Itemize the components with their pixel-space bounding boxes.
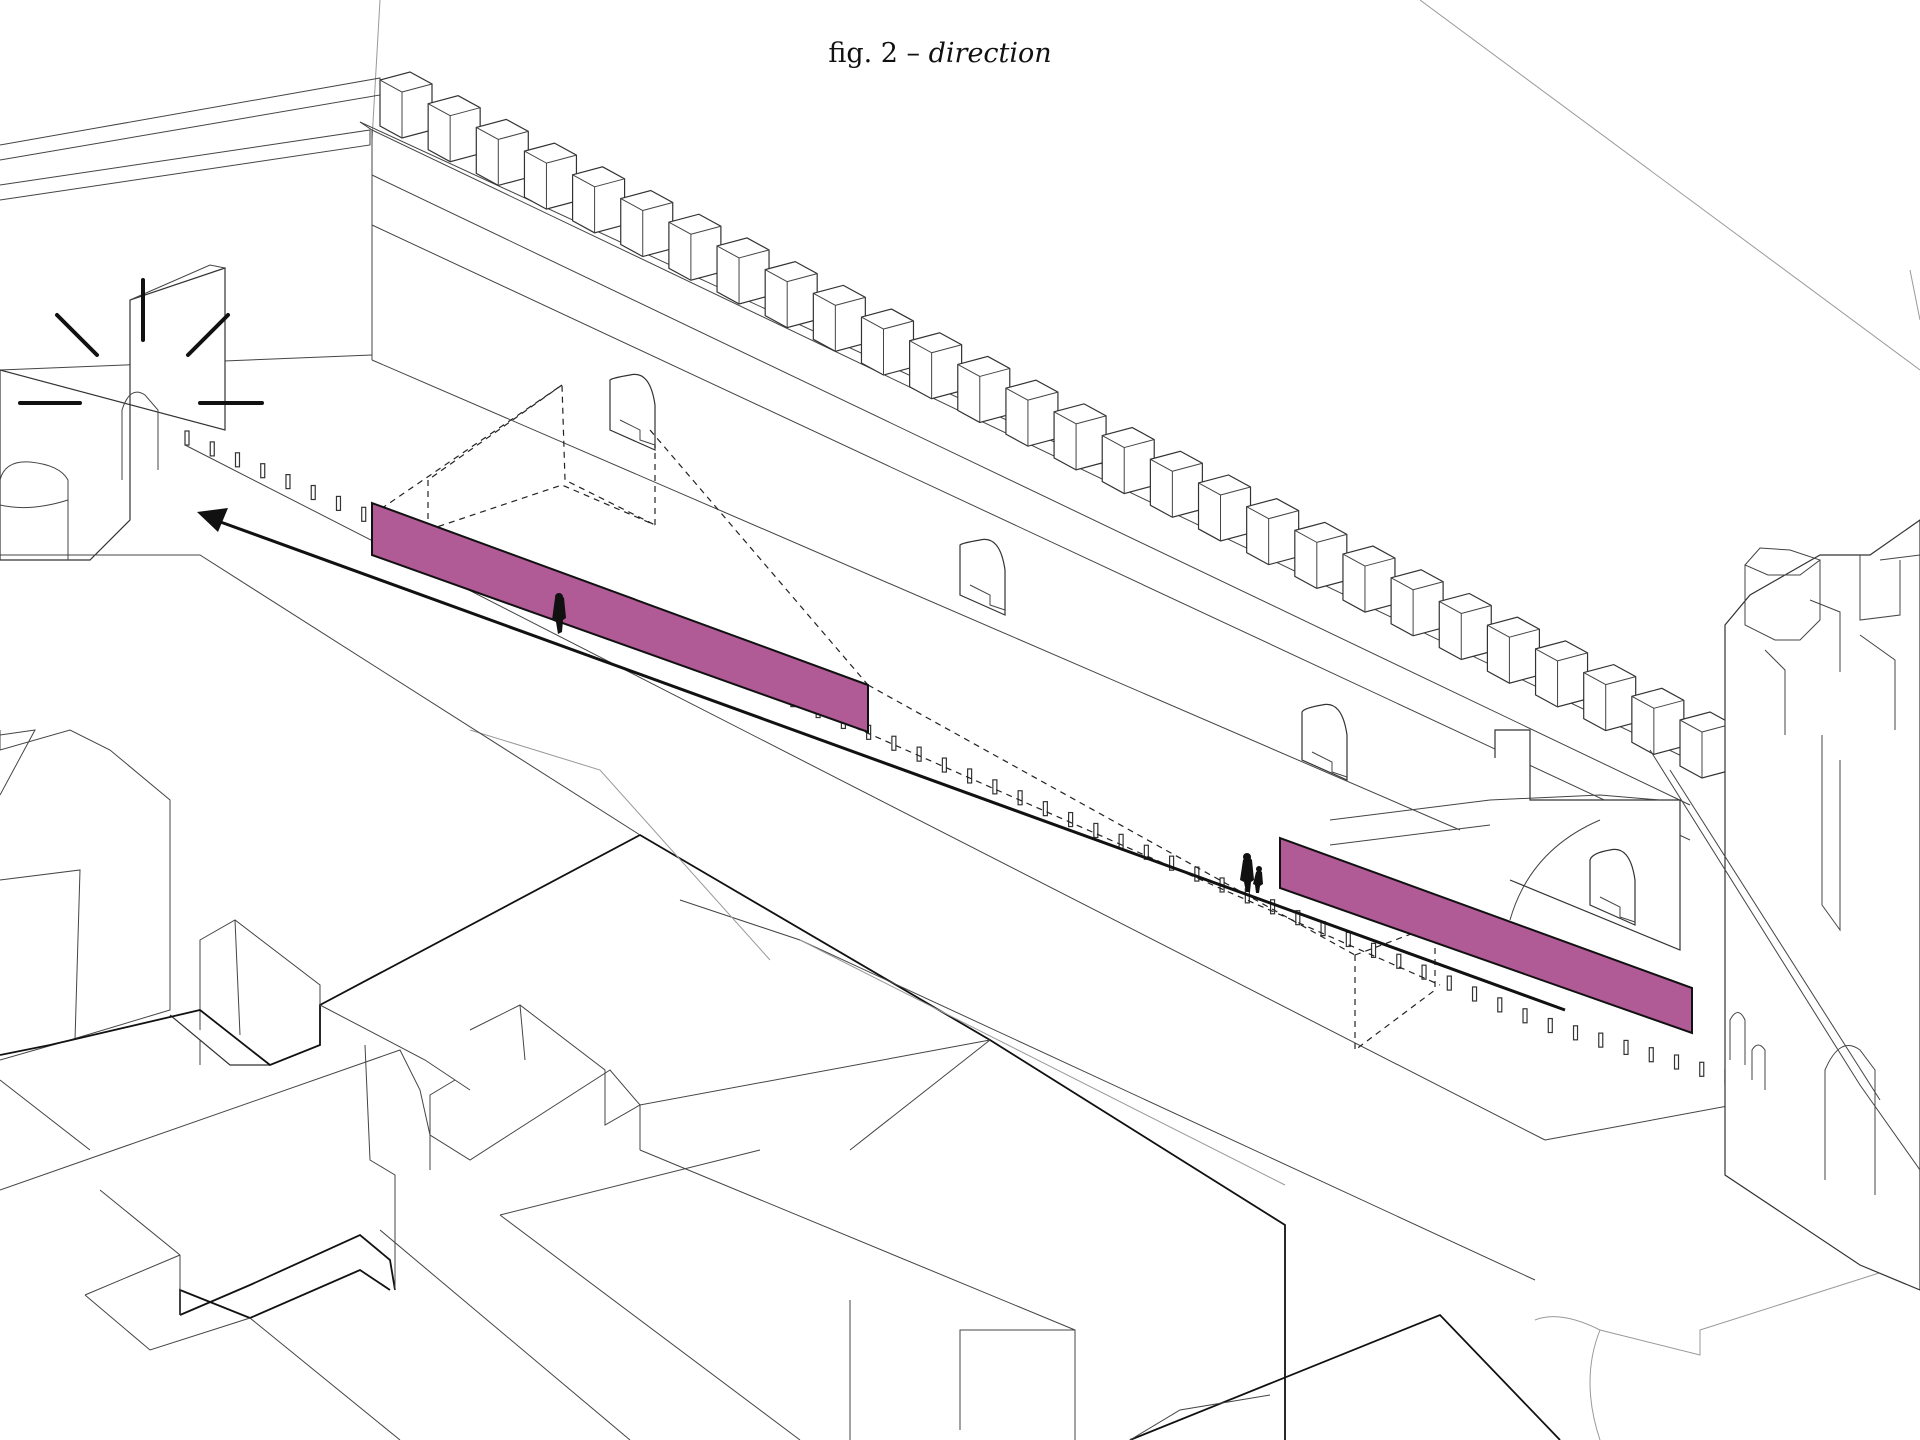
- merlon: [812, 284, 866, 352]
- merlon: [1583, 663, 1637, 732]
- courtyard-edge-end: [1544, 1099, 1761, 1141]
- railing-post: [916, 746, 922, 762]
- railing-post: [1168, 855, 1175, 871]
- merlon: [1438, 592, 1492, 661]
- panel-right: [1279, 836, 1693, 1035]
- railing-post: [1421, 964, 1427, 980]
- caption-prefix: fig. 2 –: [828, 38, 929, 69]
- railing-post: [234, 452, 241, 468]
- merlon: [1486, 616, 1541, 684]
- merlon: [1246, 498, 1300, 566]
- figure-caption: fig. 2 – direction: [0, 38, 1880, 69]
- railing-post: [310, 484, 316, 501]
- battlements: [379, 71, 1733, 779]
- merlon: [1053, 403, 1107, 471]
- panels: [371, 501, 1693, 1035]
- direction-arrow-icon: [197, 508, 1566, 1012]
- railing-post: [1572, 1025, 1579, 1041]
- merlon: [427, 95, 481, 163]
- merlon: [1149, 450, 1203, 518]
- railing-post: [891, 735, 897, 751]
- merlon: [1294, 521, 1348, 590]
- railing-post: [1118, 833, 1124, 849]
- projection-lines: [371, 383, 1471, 1052]
- railing-post: [1042, 801, 1048, 817]
- railing-post: [1295, 910, 1301, 926]
- merlon: [860, 308, 915, 376]
- burst-icon: [18, 278, 264, 405]
- railing-post: [1093, 822, 1099, 839]
- merlon: [1679, 711, 1733, 779]
- railing-post: [1446, 975, 1452, 991]
- caption-emphasis: direction: [928, 38, 1052, 69]
- merlon: [571, 166, 626, 234]
- railing-post: [335, 495, 342, 512]
- railing-post: [1673, 1054, 1680, 1070]
- railing-post: [992, 779, 998, 795]
- staircase-structure: [1329, 729, 1681, 951]
- merlon: [523, 142, 578, 210]
- railing-post: [1370, 942, 1377, 958]
- railing-post: [1598, 1032, 1604, 1048]
- merlon: [1005, 379, 1059, 447]
- person-icon: [552, 593, 1263, 893]
- railing-post: [1396, 953, 1402, 969]
- merlon: [668, 213, 722, 281]
- right-tower: [1649, 519, 1920, 1291]
- railing-post: [1269, 899, 1276, 915]
- railing-post: [285, 474, 291, 490]
- merlon: [1534, 640, 1589, 708]
- merlon: [764, 260, 818, 329]
- railing-post: [209, 441, 215, 457]
- railing-post: [1648, 1047, 1654, 1063]
- merlon: [475, 118, 529, 187]
- merlon: [1342, 545, 1396, 613]
- railing-post: [967, 768, 973, 784]
- main-wall: [359, 121, 1691, 841]
- panel-left: [371, 501, 869, 734]
- railing-post: [1345, 931, 1351, 948]
- merlon: [379, 71, 433, 139]
- merlon: [1631, 687, 1685, 755]
- merlon: [1197, 474, 1252, 542]
- merlon: [1390, 569, 1444, 637]
- railing-post: [1547, 1017, 1553, 1034]
- railing-post: [1497, 997, 1503, 1013]
- railing-post: [1623, 1039, 1629, 1056]
- merlon: [620, 189, 674, 258]
- railing-post: [1699, 1061, 1705, 1077]
- railing-post: [361, 506, 367, 522]
- wall-windows: [609, 373, 1348, 781]
- background-context-lines: [371, 0, 1920, 1440]
- railing-post: [1471, 986, 1478, 1002]
- gateway-left: [0, 264, 226, 561]
- railing-post: [1017, 790, 1023, 806]
- foreground-buildings: [0, 554, 1561, 1440]
- merlon: [1101, 426, 1155, 495]
- railing-post: [1522, 1008, 1528, 1024]
- railing-post: [260, 463, 266, 479]
- railing-post: [941, 757, 947, 773]
- merlon: [716, 237, 770, 305]
- railing-post: [184, 430, 190, 446]
- railing-post: [1068, 811, 1074, 828]
- merlon: [957, 355, 1011, 424]
- merlon: [909, 332, 963, 400]
